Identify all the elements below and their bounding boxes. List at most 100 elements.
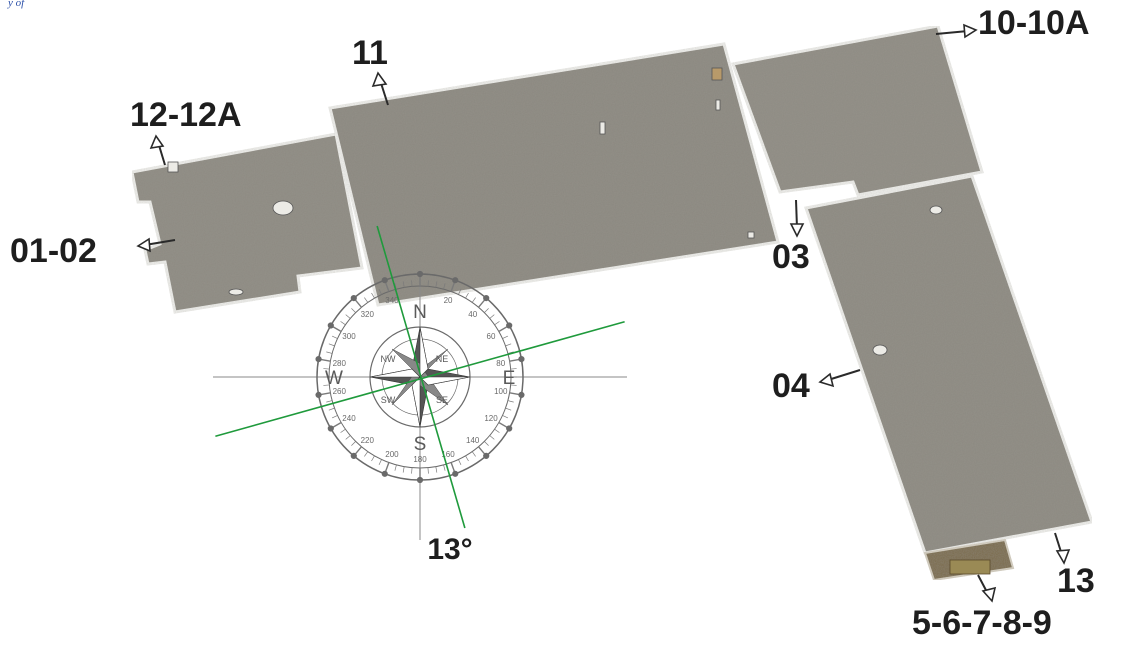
compass-tick [402,281,405,288]
compass-degree-label: 220 [361,436,375,445]
compass-label-west: W [325,368,343,389]
compass-tick [394,283,397,290]
compass-label-southeast: SE [436,395,448,405]
compass-tick [507,351,514,354]
rotation-angle-label: 13° [427,533,472,566]
compass-degree-label: 100 [494,387,508,396]
compass-tick [331,335,338,339]
compass-degree-label: 120 [484,414,498,423]
compass-tick [364,297,369,303]
compass-degree-label: 320 [361,310,375,319]
compass-tick [328,407,335,411]
compass-tick [427,280,429,287]
compass-tick [507,400,514,403]
compass-tick [471,297,476,303]
rotated-axis-ns [376,225,466,529]
compass-label-south: S [414,434,427,455]
roof-section-east-wing [804,174,1094,555]
compass-tick [323,384,330,386]
label-03: 03 [772,238,810,276]
label-10-10a: 10-10A [978,4,1090,42]
compass-tick [465,292,469,299]
compass-degree-label: 240 [342,414,356,423]
compass-tick-dot [315,356,322,363]
roof-section-northeast [730,24,984,197]
compass-tick [435,281,438,288]
compass-tick [411,280,413,287]
compass-degree-label: 200 [385,450,399,459]
compass-tick [331,415,338,419]
compass-degree-label: 280 [333,359,347,368]
label-11: 11 [352,34,388,72]
arrow-10-10a [935,30,969,35]
leader-arrows [136,23,1071,603]
compass-tick [484,441,489,446]
compass-tick [345,435,351,440]
compass-tick [378,459,382,466]
compass-tick-dot [452,277,459,284]
compass-tick [402,466,405,473]
compass-tick-dot [315,391,322,398]
compass-tick [411,467,413,474]
compass-tick-dot [350,452,357,460]
compass-label-southwest: SW [381,395,396,405]
compass-tick-dot [483,452,490,460]
compass-tick-dot [416,270,424,278]
compass-tick [443,283,446,290]
compass-tick-dot [506,322,513,329]
compass-tick [326,351,333,354]
compass-tick [458,459,462,466]
compass-tick [340,321,346,326]
header-caption: y of [7,0,26,9]
rotated-axis-ew [215,320,625,438]
label-12-12a: 12-12A [130,96,242,134]
compass-tick [471,451,476,457]
compass-tick-dot [416,476,424,484]
label-01-02: 01-02 [10,232,97,270]
compass-tick [489,435,495,440]
compass-degree-label: 40 [468,310,477,319]
compass-tick [505,407,512,411]
compass-degree-label: 160 [441,450,455,459]
compass-tick [489,314,495,319]
compass-tick [443,464,446,471]
compass-tick [435,466,438,473]
roof-fixtures [167,67,991,575]
label-5-6-7-8-9: 5-6-7-8-9 [912,604,1052,642]
compass-tick-dot [452,470,459,477]
compass-tick-dot [327,322,334,329]
compass-tick [371,292,375,299]
compass-tick-dot [506,425,513,432]
compass-label-north: N [413,302,427,323]
compass-label-northeast: NE [436,354,449,364]
compass-tick-dot [483,294,490,302]
compass-tick [502,335,509,339]
rotated-axes [215,225,625,529]
compass-tick [351,308,356,313]
arrow-04 [827,369,861,381]
compass-tick [351,441,356,446]
compass-tick [364,451,369,457]
compass-rose: 2040608010012014016018020022024026028030… [213,270,627,540]
compass-tick-dot [350,294,357,302]
compass-label-northwest: NW [381,354,396,364]
compass-tick [378,288,382,295]
compass-degree-label: 140 [466,436,480,445]
compass-tick [458,288,462,295]
compass-tick [328,343,335,347]
compass-degree-label: 260 [333,387,347,396]
compass-tick-dot [381,470,388,477]
compass-tick [345,314,351,319]
compass-tick [505,343,512,347]
roof-section-center [328,42,780,307]
compass-degree-label: 340 [385,296,399,305]
compass-degree-label: 300 [342,332,356,341]
compass-tick [484,308,489,313]
label-13: 13 [1057,562,1095,600]
compass-degree-label: 60 [487,332,496,341]
compass-degree-label: 80 [496,359,505,368]
compass-tick [394,464,397,471]
roof-sections [130,24,1094,582]
compass-tick [494,428,500,433]
